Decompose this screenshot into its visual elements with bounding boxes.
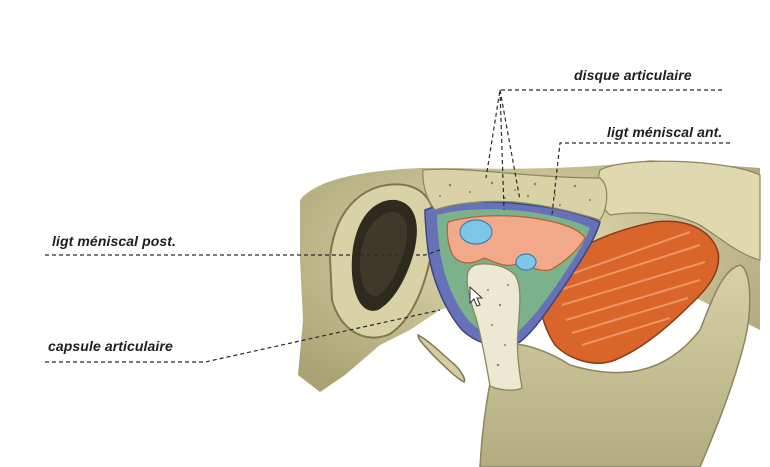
mouse-cursor-icon	[469, 285, 484, 307]
bone-speckles	[439, 181, 591, 206]
leader-ant	[551, 142, 730, 216]
mandibular-condyle	[466, 263, 523, 391]
leader-lines	[45, 89, 730, 363]
styloid-process	[417, 333, 466, 383]
mandibular-fossa	[422, 168, 608, 221]
condyle-speckles	[487, 284, 509, 367]
label-capsule-articulaire: capsule articulaire	[48, 338, 173, 354]
leader-disque	[485, 89, 722, 179]
muscle-fibers	[559, 231, 706, 346]
upper-synovial-cavity	[459, 219, 493, 245]
leader-post	[45, 249, 441, 256]
label-ligt-meniscal-ant: ligt méniscal ant.	[607, 124, 723, 140]
lateral-pterygoid-muscle	[539, 220, 720, 364]
articular-eminence	[597, 160, 761, 261]
lower-synovial-cavity	[515, 253, 537, 271]
label-disque-articulaire: disque articulaire	[574, 67, 692, 83]
label-ligt-meniscal-post: ligt méniscal post.	[52, 233, 177, 249]
